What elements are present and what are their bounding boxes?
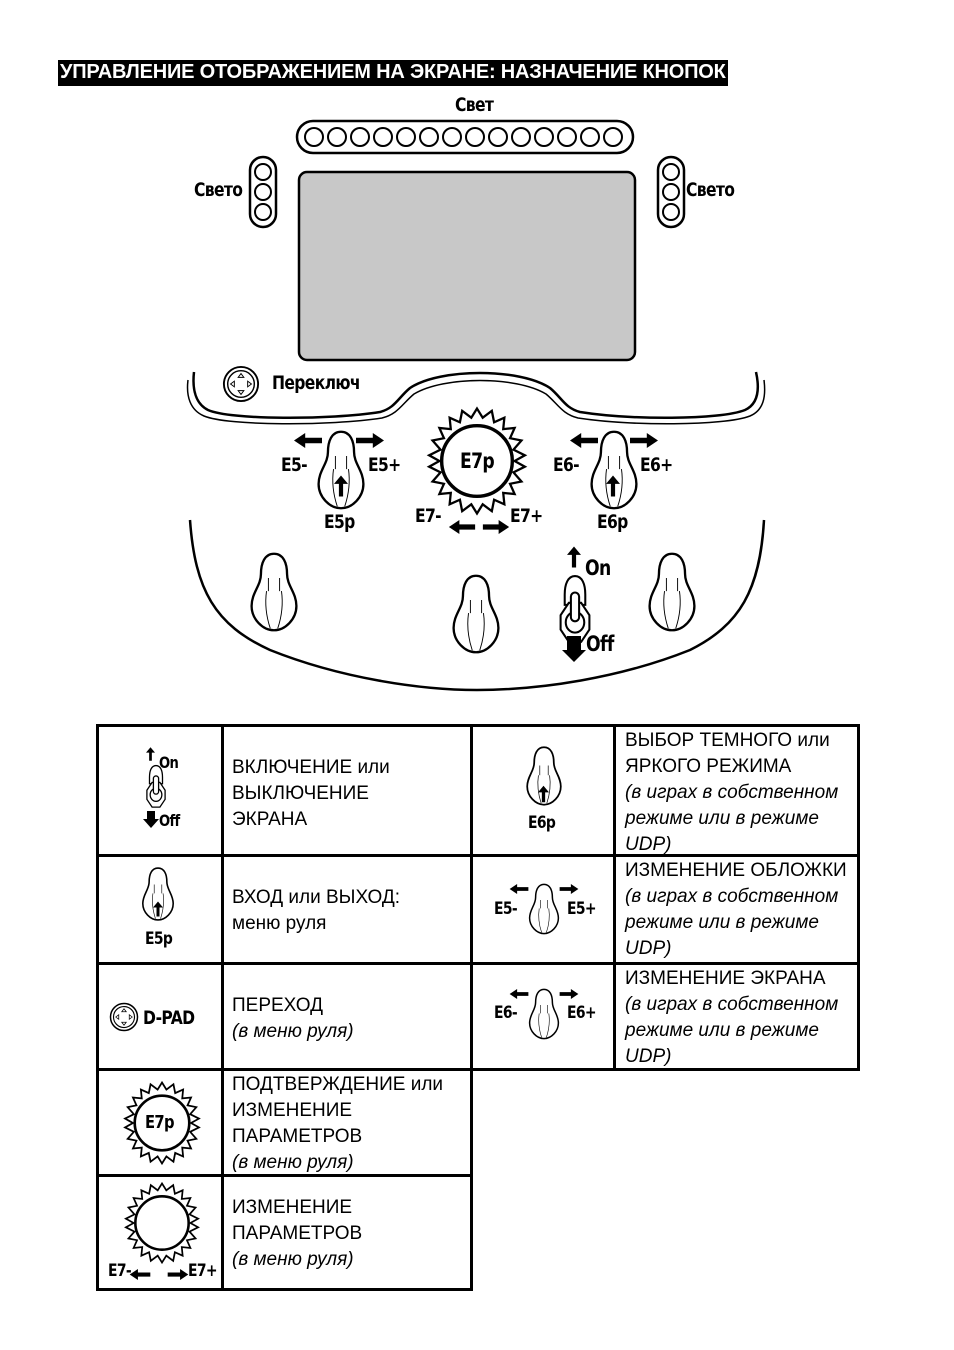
icon-label: E5p	[145, 929, 173, 949]
row-text: ВЫКЛЮЧЕНИЕ	[232, 783, 369, 804]
table-text-cell: ПОДТВЕРЖДЕНИЕ или ИЗМЕНЕНИЕ ПАРАМЕТРОВ (…	[221, 1068, 473, 1177]
row-text: режиме или в режиме	[625, 1020, 819, 1041]
row-text: ПЕРЕХОД	[232, 995, 323, 1016]
row-text: ИЗМЕНЕНИЕ ОБЛОЖКИ	[625, 860, 847, 881]
e6-plus-label: E6+	[640, 454, 673, 476]
table-text-cell: ИЗМЕНЕНИЕ ЭКРАНА (в играх в собственном …	[613, 962, 860, 1071]
row-text: (в играх в собственном	[625, 782, 839, 803]
table-icon-cell: E7p	[96, 1068, 224, 1177]
light-right-label: Свето	[686, 179, 735, 201]
row-text: ВКЛЮЧЕНИЕ или	[232, 757, 390, 778]
dpad-label: Переключ	[272, 372, 361, 394]
icon-plus-label: E6+	[567, 1003, 597, 1023]
row-text: ПАРАМЕТРОВ	[232, 1126, 363, 1147]
table-icon-cell: E6p	[470, 724, 616, 857]
e7p-label: E7p	[460, 449, 495, 473]
page-title: УПРАВЛЕНИЕ ОТОБРАЖЕНИЕМ НА ЭКРАНЕ: НАЗНА…	[58, 60, 728, 86]
e5p-label: E5p	[324, 511, 355, 533]
e5-plus-label: E5+	[368, 454, 401, 476]
e5-minus-label: E5-	[281, 454, 308, 476]
row-text: (в играх в собственном	[625, 994, 839, 1015]
knob-right-icon	[648, 552, 696, 632]
knob-center-icon	[452, 574, 500, 654]
icon-minus-label: E6-	[494, 1003, 518, 1023]
table-icon-cell: E6- E6+	[470, 962, 616, 1071]
table-icon-cell: E5p	[96, 854, 224, 965]
row-text: UDP)	[625, 1046, 672, 1067]
row-text: ПАРАМЕТРОВ	[232, 1223, 363, 1244]
icon-plus-label: E5+	[567, 899, 597, 919]
row-text: ПОДТВЕРЖДЕНИЕ или	[232, 1074, 444, 1095]
row-text: ЭКРАНА	[232, 809, 308, 830]
table-text-cell: ИЗМЕНЕНИЕ ПАРАМЕТРОВ (в меню руля)	[221, 1174, 473, 1291]
icon-plus-label: E7+	[188, 1261, 218, 1281]
row-text: ИЗМЕНЕНИЕ	[232, 1100, 353, 1121]
row-text: режиме или в режиме	[625, 808, 819, 829]
row-text: (в меню руля)	[232, 1249, 354, 1270]
light-left-label: Свето	[194, 179, 243, 201]
icon-label: E6p	[528, 813, 556, 833]
table-icon-cell: E5- E5+	[470, 854, 616, 965]
dpad-icon	[222, 365, 260, 403]
row-text: меню руля	[232, 913, 327, 934]
display-screen	[297, 170, 637, 362]
toggle-switch-icon	[143, 747, 166, 828]
row-text: режиме или в режиме	[625, 912, 819, 933]
table-text-cell: ВКЛЮЧЕНИЕ или ВЫКЛЮЧЕНИЕ ЭКРАНА	[221, 724, 473, 857]
paddle-push-icon	[526, 746, 562, 806]
off-label: Off	[586, 632, 614, 656]
table-text-cell: ИЗМЕНЕНИЕ ОБЛОЖКИ (в играх в собственном…	[613, 854, 860, 965]
icon-on-label: On	[159, 753, 179, 772]
icon-off-label: Off	[159, 811, 180, 830]
row-text: ВЫБОР ТЕМНОГО или	[625, 730, 830, 751]
table-icon-cell: On Off	[96, 724, 224, 857]
e6-paddle-icon	[590, 430, 638, 510]
knob-left-icon	[250, 552, 298, 632]
light-top-label: Свет	[455, 94, 494, 116]
e7-plus-label: E7+	[510, 505, 543, 527]
table-text-cell: ПЕРЕХОД (в меню руля)	[221, 962, 473, 1071]
row-text: (в меню руля)	[232, 1021, 354, 1042]
on-label: On	[585, 556, 611, 580]
e6p-label: E6p	[597, 511, 628, 533]
row-text: (в играх в собственном	[625, 886, 839, 907]
row-text: ЯРКОГО РЕЖИМА	[625, 756, 792, 777]
icon-label: D-PAD	[143, 1007, 195, 1029]
table-icon-cell: D-PAD	[96, 962, 224, 1071]
row-text: ВХОД или ВЫХОД:	[232, 887, 401, 908]
icon-label: E7p	[145, 1112, 175, 1133]
e7-minus-label: E7-	[415, 505, 442, 527]
icon-minus-label: E7-	[108, 1261, 132, 1281]
table-icon-cell: E7- E7+	[96, 1174, 224, 1291]
icon-minus-label: E5-	[494, 899, 518, 919]
e6-minus-label: E6-	[553, 454, 580, 476]
row-text: ИЗМЕНЕНИЕ	[232, 1197, 353, 1218]
row-text: UDP)	[625, 834, 672, 855]
row-text: UDP)	[625, 938, 672, 959]
row-text: (в меню руля)	[232, 1152, 354, 1173]
table-text-cell: ВХОД или ВЫХОД: меню руля	[221, 854, 473, 965]
wheel-diagram	[186, 119, 766, 692]
row-text: ИЗМЕНЕНИЕ ЭКРАНА	[625, 968, 826, 989]
table-text-cell: ВЫБОР ТЕМНОГО или ЯРКОГО РЕЖИМА (в играх…	[613, 724, 860, 857]
